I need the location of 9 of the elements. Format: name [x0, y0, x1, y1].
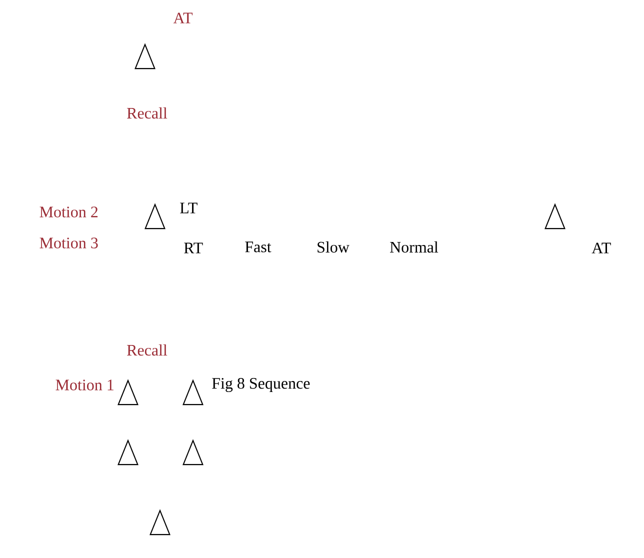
label: Recall — [127, 344, 168, 356]
label: Fast — [245, 242, 272, 252]
label: Slow — [318, 241, 350, 253]
label: Normal — [390, 241, 438, 253]
label: AT — [592, 242, 611, 254]
label: RT — [184, 242, 203, 254]
label: AT — [173, 12, 193, 24]
label: Motion 3 — [40, 238, 98, 248]
label: LT — [180, 202, 198, 214]
